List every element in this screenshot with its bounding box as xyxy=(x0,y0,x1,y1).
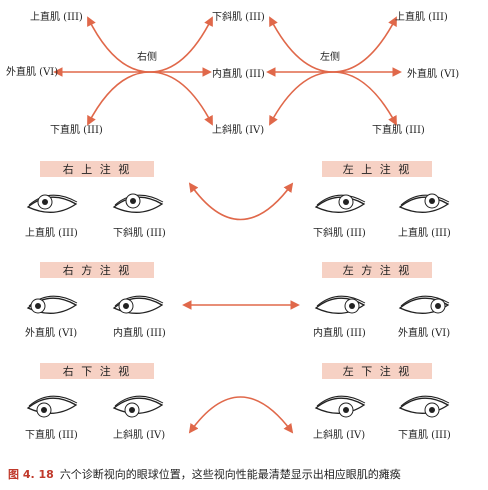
left-side-label: 左侧 xyxy=(320,50,340,63)
label-down-2: 上斜肌 (IV) xyxy=(113,428,165,441)
header-bg-right-side xyxy=(40,262,154,278)
eye-down-1 xyxy=(27,395,78,418)
header-right-side: 右 方 注 视 xyxy=(63,263,132,277)
label-superior-rectus-right: 上直肌 (III) xyxy=(30,10,83,23)
arrow-up-arc xyxy=(188,182,294,221)
left-upper-left-arrow xyxy=(269,16,334,73)
right-lower-left-arrow xyxy=(87,71,151,126)
label-down-3: 上斜肌 (IV) xyxy=(313,428,365,441)
right-side-label: 右侧 xyxy=(137,50,157,63)
header-left-up: 左 上 注 视 xyxy=(343,162,412,176)
label-medial-rectus-right: 内直肌 (III) xyxy=(212,67,265,80)
right-side-muscle-diagram: 右侧 上直肌 (III) 下斜肌 (III) 外直肌 (VI) 内直肌 (III… xyxy=(6,10,265,136)
arrow-down-arc xyxy=(188,396,294,434)
right-upper-left-arrow xyxy=(87,16,151,73)
label-lateral-rectus-left: 外直肌 (VI) xyxy=(407,67,459,80)
header-bg-right-down xyxy=(40,363,154,379)
header-bg-left-down xyxy=(322,363,432,379)
label-up-3: 下斜肌 (III) xyxy=(313,226,366,239)
eye-side-2 xyxy=(113,295,164,314)
label-side-4: 外直肌 (VI) xyxy=(398,326,450,339)
left-upper-right-arrow xyxy=(332,16,397,73)
figure-number: 图 4. 18 xyxy=(8,468,54,481)
eye-side-4 xyxy=(399,295,450,314)
label-down-4: 下直肌 (III) xyxy=(398,428,451,441)
eye-up-2 xyxy=(113,193,164,213)
header-right-down: 右 下 注 视 xyxy=(63,364,132,378)
gaze-row-down: 右 下 注 视 左 下 注 视 下直肌 (III) 上斜肌 (IV) 上斜肌 (… xyxy=(25,363,451,441)
header-right-up: 右 上 注 视 xyxy=(63,162,132,176)
header-bg-left-up xyxy=(322,161,432,177)
left-lower-right-arrow xyxy=(332,71,397,126)
label-up-2: 下斜肌 (III) xyxy=(113,226,166,239)
figure-caption-text: 六个诊断视向的眼球位置，这些视向性能最清楚显示出相应眼肌的瘫痪 xyxy=(59,468,401,481)
eye-down-3 xyxy=(315,395,366,418)
right-lower-right-arrow xyxy=(149,71,213,126)
left-side-muscle-diagram: 左侧 上直肌 (III) 外直肌 (VI) 下直肌 (III) xyxy=(266,10,459,136)
label-up-1: 上直肌 (III) xyxy=(25,226,78,239)
label-inferior-rectus-left: 下直肌 (III) xyxy=(372,123,425,136)
eye-down-4 xyxy=(399,395,450,418)
label-superior-oblique-right: 上斜肌 (IV) xyxy=(212,123,264,136)
gaze-row-up: 右 上 注 视 左 上 注 视 上直肌 (III) 下斜肌 (III) 下斜肌 … xyxy=(25,161,451,239)
label-inferior-rectus-right: 下直肌 (III) xyxy=(50,123,103,136)
label-inferior-oblique-right: 下斜肌 (III) xyxy=(212,10,265,23)
label-lateral-rectus-right: 外直肌 (VI) xyxy=(6,65,58,78)
header-left-down: 左 下 注 视 xyxy=(343,364,412,378)
label-side-3: 内直肌 (III) xyxy=(313,326,366,339)
label-side-1: 外直肌 (VI) xyxy=(25,326,77,339)
eye-up-4 xyxy=(399,193,450,213)
figure-caption: 图 4. 18 六个诊断视向的眼球位置，这些视向性能最清楚显示出相应眼肌的瘫痪 xyxy=(8,466,488,482)
label-down-1: 下直肌 (III) xyxy=(25,428,78,441)
eye-up-1 xyxy=(27,194,78,213)
header-left-side: 左 方 注 视 xyxy=(343,263,412,277)
header-bg-left-side xyxy=(322,262,432,278)
left-lower-left-arrow xyxy=(269,71,334,126)
eye-down-2 xyxy=(113,395,164,418)
label-superior-rectus-left: 上直肌 (III) xyxy=(395,10,448,23)
eye-side-1 xyxy=(27,295,78,314)
label-up-4: 上直肌 (III) xyxy=(398,226,451,239)
eye-side-3 xyxy=(315,295,366,314)
label-side-2: 内直肌 (III) xyxy=(113,326,166,339)
right-upper-right-arrow xyxy=(149,16,213,73)
gaze-row-side: 右 方 注 视 左 方 注 视 外直肌 (VI) 内直肌 (III) 内直肌 (… xyxy=(25,262,450,339)
eye-up-3 xyxy=(315,194,366,213)
header-bg-right-up xyxy=(40,161,154,177)
